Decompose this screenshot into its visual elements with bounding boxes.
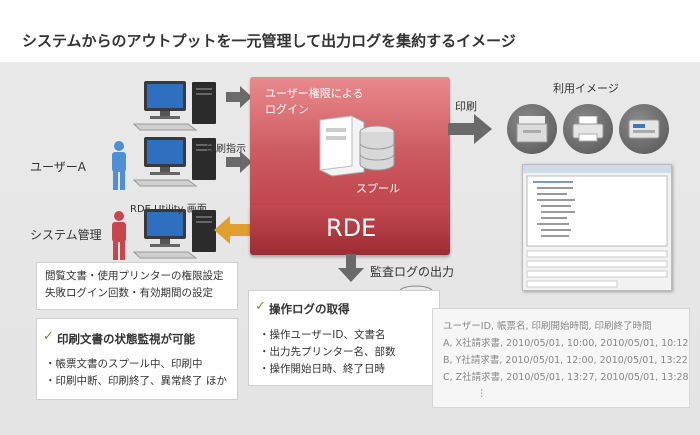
spool-label: スプール — [356, 182, 400, 195]
settings-box: 閲覧文書・使用プリンターの権限設定 失敗ログイン回数・有効期間の設定 — [36, 262, 238, 310]
arrow-right-icon — [226, 86, 252, 108]
monitor-line: ・印刷中断、印刷終了、異常終了 ほか — [45, 375, 227, 387]
check-icon: ✓ — [255, 299, 266, 314]
arrow-down-icon — [338, 254, 364, 282]
monitor-line: ・帳票文書のスプール中、印刷中 — [45, 358, 203, 370]
printer-icon — [572, 116, 604, 142]
print-instruction-label: 印刷指示 — [206, 144, 246, 155]
rde-label: RDE — [326, 214, 377, 242]
rde-utility-screenshot — [522, 164, 672, 291]
log-row: A, X社請求書, 2010/05/01, 10:00, 2010/05/01,… — [443, 338, 689, 349]
log-row: B, Y社請求書, 2010/05/01, 12:00, 2010/05/01,… — [443, 355, 688, 366]
user-person-icon — [112, 141, 126, 190]
log-row: C, Z社請求書, 2010/05/01, 13:27, 2010/05/01,… — [443, 372, 689, 383]
copier-icon — [516, 116, 548, 143]
operation-log-line: ・操作ユーザーID、文書名 — [259, 329, 386, 341]
log-sample-box: ユーザーID, 帳票名, 印刷開始時間, 印刷終了時間 A, X社請求書, 20… — [432, 308, 690, 408]
check-icon: ✓ — [43, 329, 54, 344]
operation-log-line: ・出力先プリンター名、部数 — [259, 346, 396, 358]
usage-image-label: 利用イメージ — [553, 82, 619, 95]
settings-line: 失敗ログイン回数・有効期間の設定 — [45, 287, 213, 299]
rde-utility-screen-label: RDE Utility 画面 — [130, 204, 207, 215]
monitor-box: ✓ 印刷文書の状態監視が可能 ・帳票文書のスプール中、印刷中 ・印刷中断、印刷終… — [36, 318, 238, 400]
print-label: 印刷 — [455, 100, 477, 113]
arrow-right-icon — [448, 114, 492, 144]
admin-person-icon — [112, 211, 126, 260]
log-ellipsis: ⋮ — [477, 388, 487, 399]
database-icon — [359, 125, 395, 171]
arrow-right-icon — [226, 151, 252, 173]
label-printer-icon — [628, 119, 660, 139]
computer-icon — [132, 209, 216, 259]
settings-line: 閲覧文書・使用プリンターの権限設定 — [45, 270, 224, 282]
operation-log-heading: 操作ログの取得 — [269, 302, 350, 316]
user-a-label: ユーザーA — [30, 160, 86, 174]
operation-log-box: ✓ 操作ログの取得 ・操作ユーザーID、文書名 ・出力先プリンター名、部数 ・操… — [248, 290, 440, 386]
computer-icon — [132, 81, 216, 131]
operation-log-line: ・操作開始日時、終了日時 — [259, 363, 385, 375]
audit-log-output-label: 監査ログの出力 — [370, 265, 455, 279]
monitor-heading: 印刷文書の状態監視が可能 — [57, 332, 195, 346]
log-row-header: ユーザーID, 帳票名, 印刷開始時間, 印刷終了時間 — [443, 321, 652, 332]
server-icon — [319, 115, 365, 177]
rde-name-panel — [250, 205, 450, 255]
page-title: システムからのアウトプットを一元管理して出力ログを集約するイメージ — [22, 32, 516, 50]
computer-icon — [132, 137, 216, 187]
user-auth-login-label: ユーザー権限による ログイン — [265, 87, 364, 116]
system-admin-label: システム管理 — [30, 228, 102, 242]
